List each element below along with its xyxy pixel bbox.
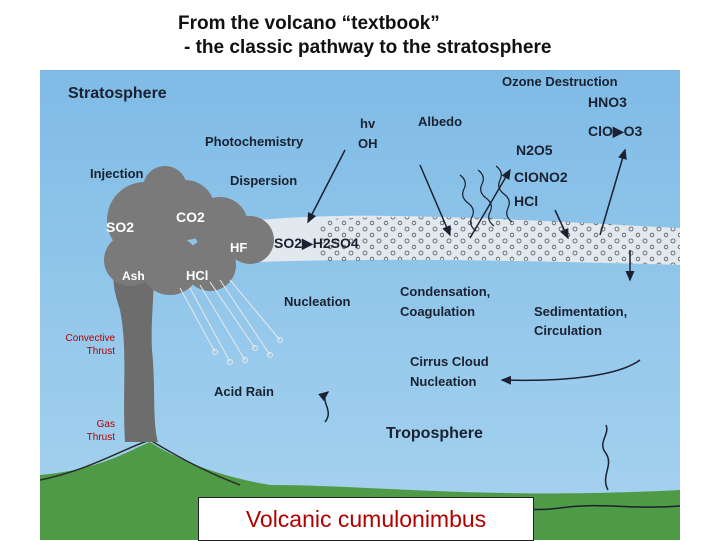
label-hv: hv bbox=[360, 116, 376, 131]
convective-thrust-label: Convective Thrust bbox=[40, 332, 115, 358]
label-nucleation: Nucleation bbox=[284, 294, 351, 309]
label-stratosphere: Stratosphere bbox=[68, 85, 167, 102]
label-photochemistry: Photochemistry bbox=[205, 134, 304, 149]
label-co2: CO2 bbox=[176, 209, 205, 225]
label-coagulation: Coagulation bbox=[400, 304, 475, 319]
gas-thrust-line-2: Thrust bbox=[86, 432, 115, 443]
volcano-diagram: Stratosphere Ozone Destruction HNO3 ClO▶… bbox=[40, 70, 680, 540]
label-ash: Ash bbox=[122, 269, 145, 283]
label-dispersion: Dispersion bbox=[230, 173, 297, 188]
label-clo-o3: ClO▶O3 bbox=[588, 123, 643, 139]
acid-rain-streaks bbox=[179, 279, 283, 365]
label-condensation: Condensation, bbox=[400, 284, 490, 299]
troposphere-squiggle bbox=[602, 424, 610, 491]
title-line-2: - the classic pathway to the stratospher… bbox=[184, 37, 552, 58]
label-so2-cloud: SO2 bbox=[106, 219, 134, 235]
label-n2o5: N2O5 bbox=[516, 142, 553, 158]
cirrus-arrow bbox=[500, 359, 641, 385]
label-injection: Injection bbox=[90, 166, 144, 181]
title-line-1: From the volcano “textbook” bbox=[178, 13, 440, 34]
label-cirrus-cloud: Cirrus Cloud bbox=[410, 354, 489, 369]
label-hno3: HNO3 bbox=[588, 94, 627, 110]
eruption-column bbox=[113, 258, 158, 442]
label-albedo: Albedo bbox=[418, 114, 462, 129]
label-circulation: Circulation bbox=[534, 323, 602, 338]
albedo-arrow-in bbox=[419, 164, 451, 237]
label-hf: HF bbox=[230, 240, 247, 255]
ozone-arrow bbox=[599, 148, 627, 236]
albedo-squiggles bbox=[459, 165, 513, 232]
label-ozone-destruction: Ozone Destruction bbox=[502, 74, 618, 89]
label-acid-rain: Acid Rain bbox=[214, 384, 274, 399]
page-title: From the volcano “textbook” - the classi… bbox=[178, 12, 551, 60]
gas-thrust-label: Gas Thrust bbox=[40, 418, 115, 444]
label-oh: OH bbox=[358, 136, 378, 151]
label-troposphere: Troposphere bbox=[386, 425, 483, 442]
convective-thrust-line-2: Thrust bbox=[86, 346, 115, 357]
label-hcl-cloud: HCl bbox=[186, 268, 208, 283]
label-sedimentation: Sedimentation, bbox=[534, 304, 627, 319]
label-clono2: ClONO2 bbox=[514, 169, 568, 185]
label-so2-h2so4: SO2▶H2SO4 bbox=[274, 235, 359, 251]
caption-box: Volcanic cumulonimbus bbox=[198, 497, 534, 541]
aerosol-particles bbox=[320, 216, 680, 265]
plume-cloud bbox=[104, 166, 274, 295]
troposphere-arrow bbox=[318, 391, 330, 423]
albedo-arrow-out bbox=[469, 168, 511, 239]
convective-thrust-line-1: Convective bbox=[65, 333, 115, 344]
photochemistry-arrow bbox=[307, 149, 346, 224]
gas-thrust-line-1: Gas bbox=[96, 419, 115, 430]
label-cirrus-nucleation: Nucleation bbox=[410, 374, 477, 389]
label-hcl-right: HCl bbox=[514, 193, 538, 209]
hcl-arrow bbox=[554, 209, 569, 240]
